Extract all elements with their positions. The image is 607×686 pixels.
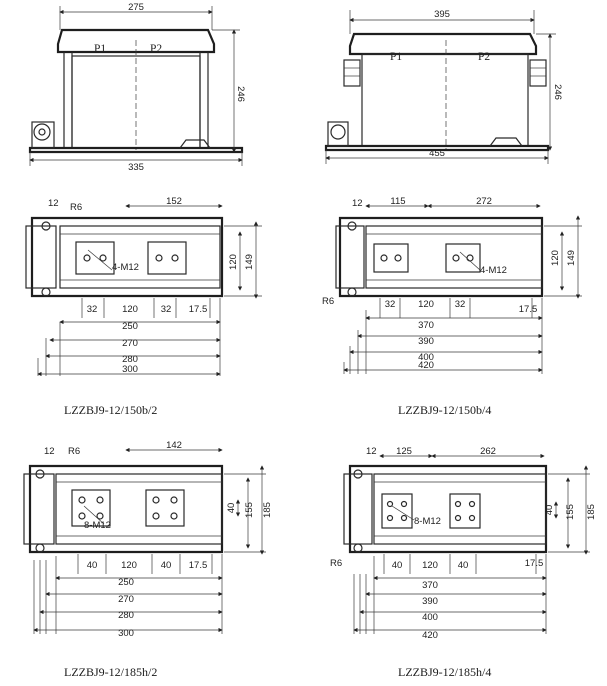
dim-125: 125 [396,446,412,457]
terminal-p1-label-right: P1 [390,51,402,63]
front-view-right: 395 P1 P2 246 455 [324,9,563,164]
caption-150b-4: LZZBJ9-12/150b/4 [398,403,491,417]
dim-250: 250 [118,577,134,588]
terminal-p2-label: P2 [150,43,162,55]
dim-r6: R6 [68,446,80,457]
front-left-top-width: 275 [128,2,144,13]
bolt-4m12-label: 4-M12 [112,262,139,273]
plan-150b-2: 12 R6 152 4-M12 120 149 32 120 32 17.5 [25,196,262,417]
dim-r6: R6 [70,202,82,213]
dim-280: 280 [118,610,134,621]
dim-120b: 120 [422,560,438,571]
dim-262: 262 [480,446,496,457]
dim-370: 370 [418,320,434,331]
dim-300: 300 [118,628,134,639]
dim-390: 390 [422,596,438,607]
dim-17-5: 17.5 [189,304,208,315]
dim-250: 250 [122,321,138,332]
terminal-p2-label-right: P2 [478,51,490,63]
dim-300: 300 [122,364,138,375]
dim-272: 272 [476,196,492,207]
bolt-4m12-label: 4-M12 [480,265,507,276]
dim-120: 120 [228,254,239,270]
dim-17-5: 17.5 [189,560,208,571]
dim-149: 149 [244,254,255,270]
dim-420: 420 [422,630,438,641]
dim-270: 270 [118,594,134,605]
dim-120b: 120 [418,299,434,310]
dim-420: 420 [418,360,434,371]
dim-r6-label: R6 [330,558,342,569]
dim-155: 155 [565,504,576,520]
dim-32b: 32 [455,299,466,310]
dim-12: 12 [48,198,59,209]
caption-185h-2: LZZBJ9-12/185h/2 [64,665,157,679]
dim-32a: 32 [385,299,396,310]
caption-185h-4: LZZBJ9-12/185h/4 [398,665,491,679]
dim-120b: 120 [121,560,137,571]
front-left-base-width: 335 [128,162,144,173]
dim-32b: 32 [161,304,172,315]
dim-185: 185 [586,504,597,520]
dim-r6-label: R6 [322,296,334,307]
dim-270: 270 [122,338,138,349]
dim-120: 120 [550,250,561,266]
dim-155: 155 [244,502,255,518]
dim-40a: 40 [392,560,403,571]
dim-115: 115 [390,196,405,207]
front-left-height: 246 [235,86,246,102]
dim-149: 149 [566,250,577,266]
caption-150b-2: LZZBJ9-12/150b/2 [64,403,157,417]
dim-32a: 32 [87,304,98,315]
dim-40a: 40 [87,560,98,571]
dim-40: 40 [226,503,237,514]
dim-185: 185 [262,502,273,518]
front-right-base-width: 455 [429,148,445,159]
plan-185h-4: 12 125 262 8-M12 R6 40 155 185 40 120 [330,446,597,679]
plan-185h-2: 12 R6 142 8-M12 40 155 185 40 120 40 17. [23,440,273,679]
dim-40b: 40 [458,560,469,571]
dim-400: 400 [418,352,434,363]
front-view-left: 275 P1 P2 246 335 [28,2,246,173]
dim-390: 390 [418,336,434,347]
dim-152: 152 [166,196,182,207]
dim-17-5: 17.5 [525,558,544,569]
dim-12: 12 [44,446,55,457]
front-right-height: 246 [552,84,563,100]
dim-280: 280 [122,354,138,365]
dim-17-5: 17.5 [519,304,538,315]
front-right-top-width: 395 [434,9,450,20]
dim-12: 12 [352,198,363,209]
dim-120b: 120 [122,304,138,315]
bolt-8m12-label: 8-M12 [84,520,111,531]
dim-40b: 40 [161,560,172,571]
bolt-8m12-label: 8-M12 [414,516,441,527]
dim-40: 40 [544,505,555,516]
dim-370: 370 [422,580,438,591]
dim-142: 142 [166,440,182,451]
dim-400: 400 [422,612,438,623]
terminal-p1-label: P1 [94,43,106,55]
plan-150b-4: 12 115 272 4-M12 R6 120 149 32 120 32 17… [322,196,582,417]
dim-12: 12 [366,446,377,457]
